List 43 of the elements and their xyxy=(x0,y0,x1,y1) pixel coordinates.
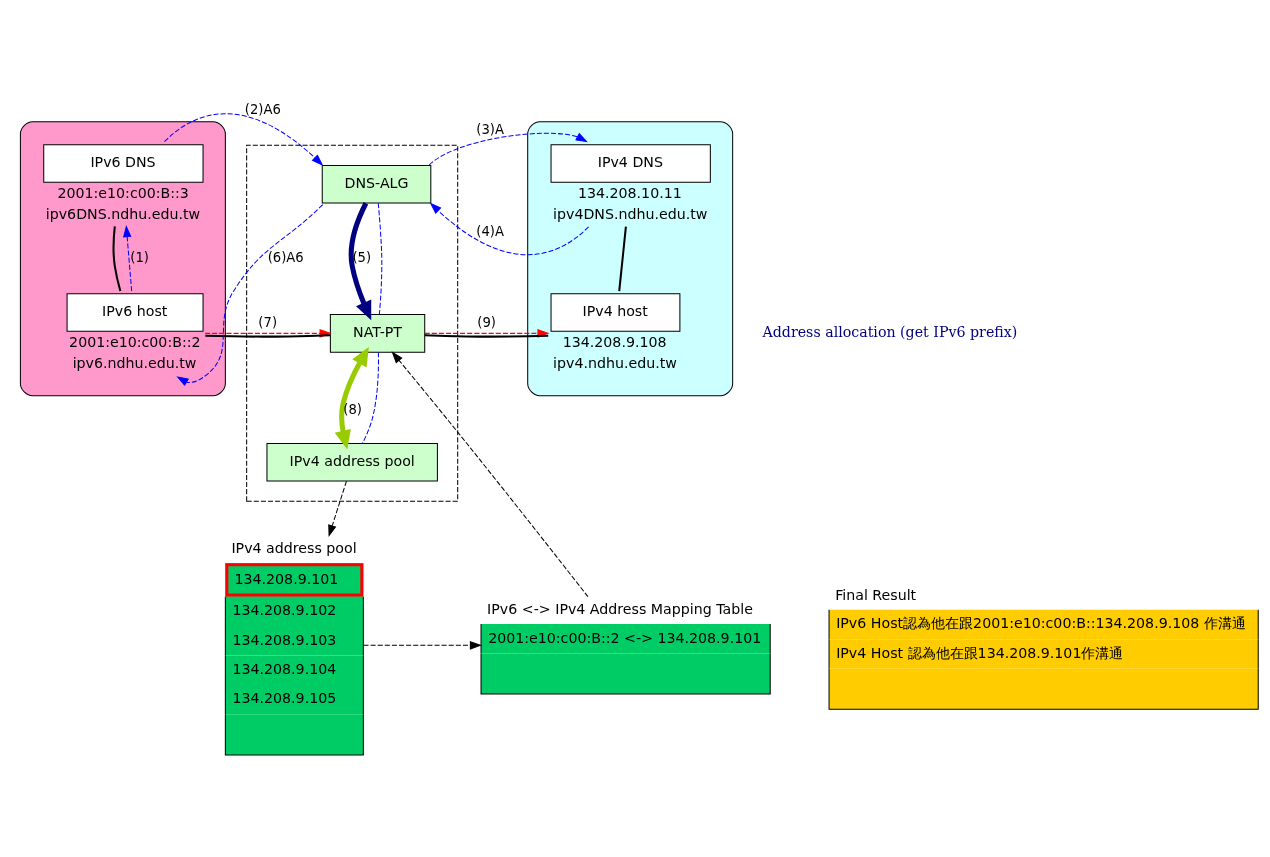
node-label: ipv6.ndhu.edu.tw xyxy=(72,354,197,371)
arrow xyxy=(176,203,324,386)
node-label: 2001:e10:c00:B::2 xyxy=(69,333,201,350)
label: Address allocation (get IPv6 prefix) xyxy=(762,323,1018,340)
node-box: IPv4 address pool xyxy=(266,442,438,481)
arrow xyxy=(334,346,369,449)
cluster xyxy=(19,120,226,396)
arrow xyxy=(328,480,347,537)
edge-label: (1) xyxy=(130,249,149,265)
arrow xyxy=(424,328,550,338)
arrow xyxy=(348,201,372,320)
edge-label: (3)A xyxy=(476,121,504,137)
edge-label: (7) xyxy=(258,314,278,330)
edge-label: (2)A6 xyxy=(244,101,281,117)
node-label: IPv6 <-> IPv4 Address Mapping Table xyxy=(487,600,753,617)
connector xyxy=(205,333,331,338)
node-label: 2001:e10:c00:B::3 xyxy=(57,184,189,201)
node-label: ipv4DNS.ndhu.edu.tw xyxy=(553,205,708,222)
connector xyxy=(361,351,379,444)
arrow xyxy=(163,112,324,166)
edge-label: (9) xyxy=(477,314,496,330)
connector xyxy=(112,225,122,291)
arrow xyxy=(391,350,589,597)
connector xyxy=(424,333,549,338)
node-label: 134.208.9.108 xyxy=(562,333,667,350)
edge-label: (8) xyxy=(343,401,363,417)
cluster xyxy=(527,120,734,396)
cluster xyxy=(246,144,459,502)
arrow xyxy=(428,132,588,165)
arrow xyxy=(122,224,133,292)
edge-label: (6)A6 xyxy=(267,249,304,265)
node-label: 134.208.10.11 xyxy=(577,184,682,201)
node-label: ipv6DNS.ndhu.edu.tw xyxy=(45,205,201,222)
node-label: ipv4.ndhu.edu.tw xyxy=(553,354,677,371)
edge-label: (4)A xyxy=(476,223,504,239)
node-box: DNS-ALG xyxy=(321,164,432,203)
arrow xyxy=(362,640,483,650)
node-box: NAT-PT xyxy=(329,313,426,353)
connector xyxy=(377,202,383,315)
node-label: IPv4 address pool xyxy=(231,539,357,556)
node-label: Final Result xyxy=(835,586,917,603)
arrow xyxy=(429,201,590,255)
connector xyxy=(618,226,627,291)
